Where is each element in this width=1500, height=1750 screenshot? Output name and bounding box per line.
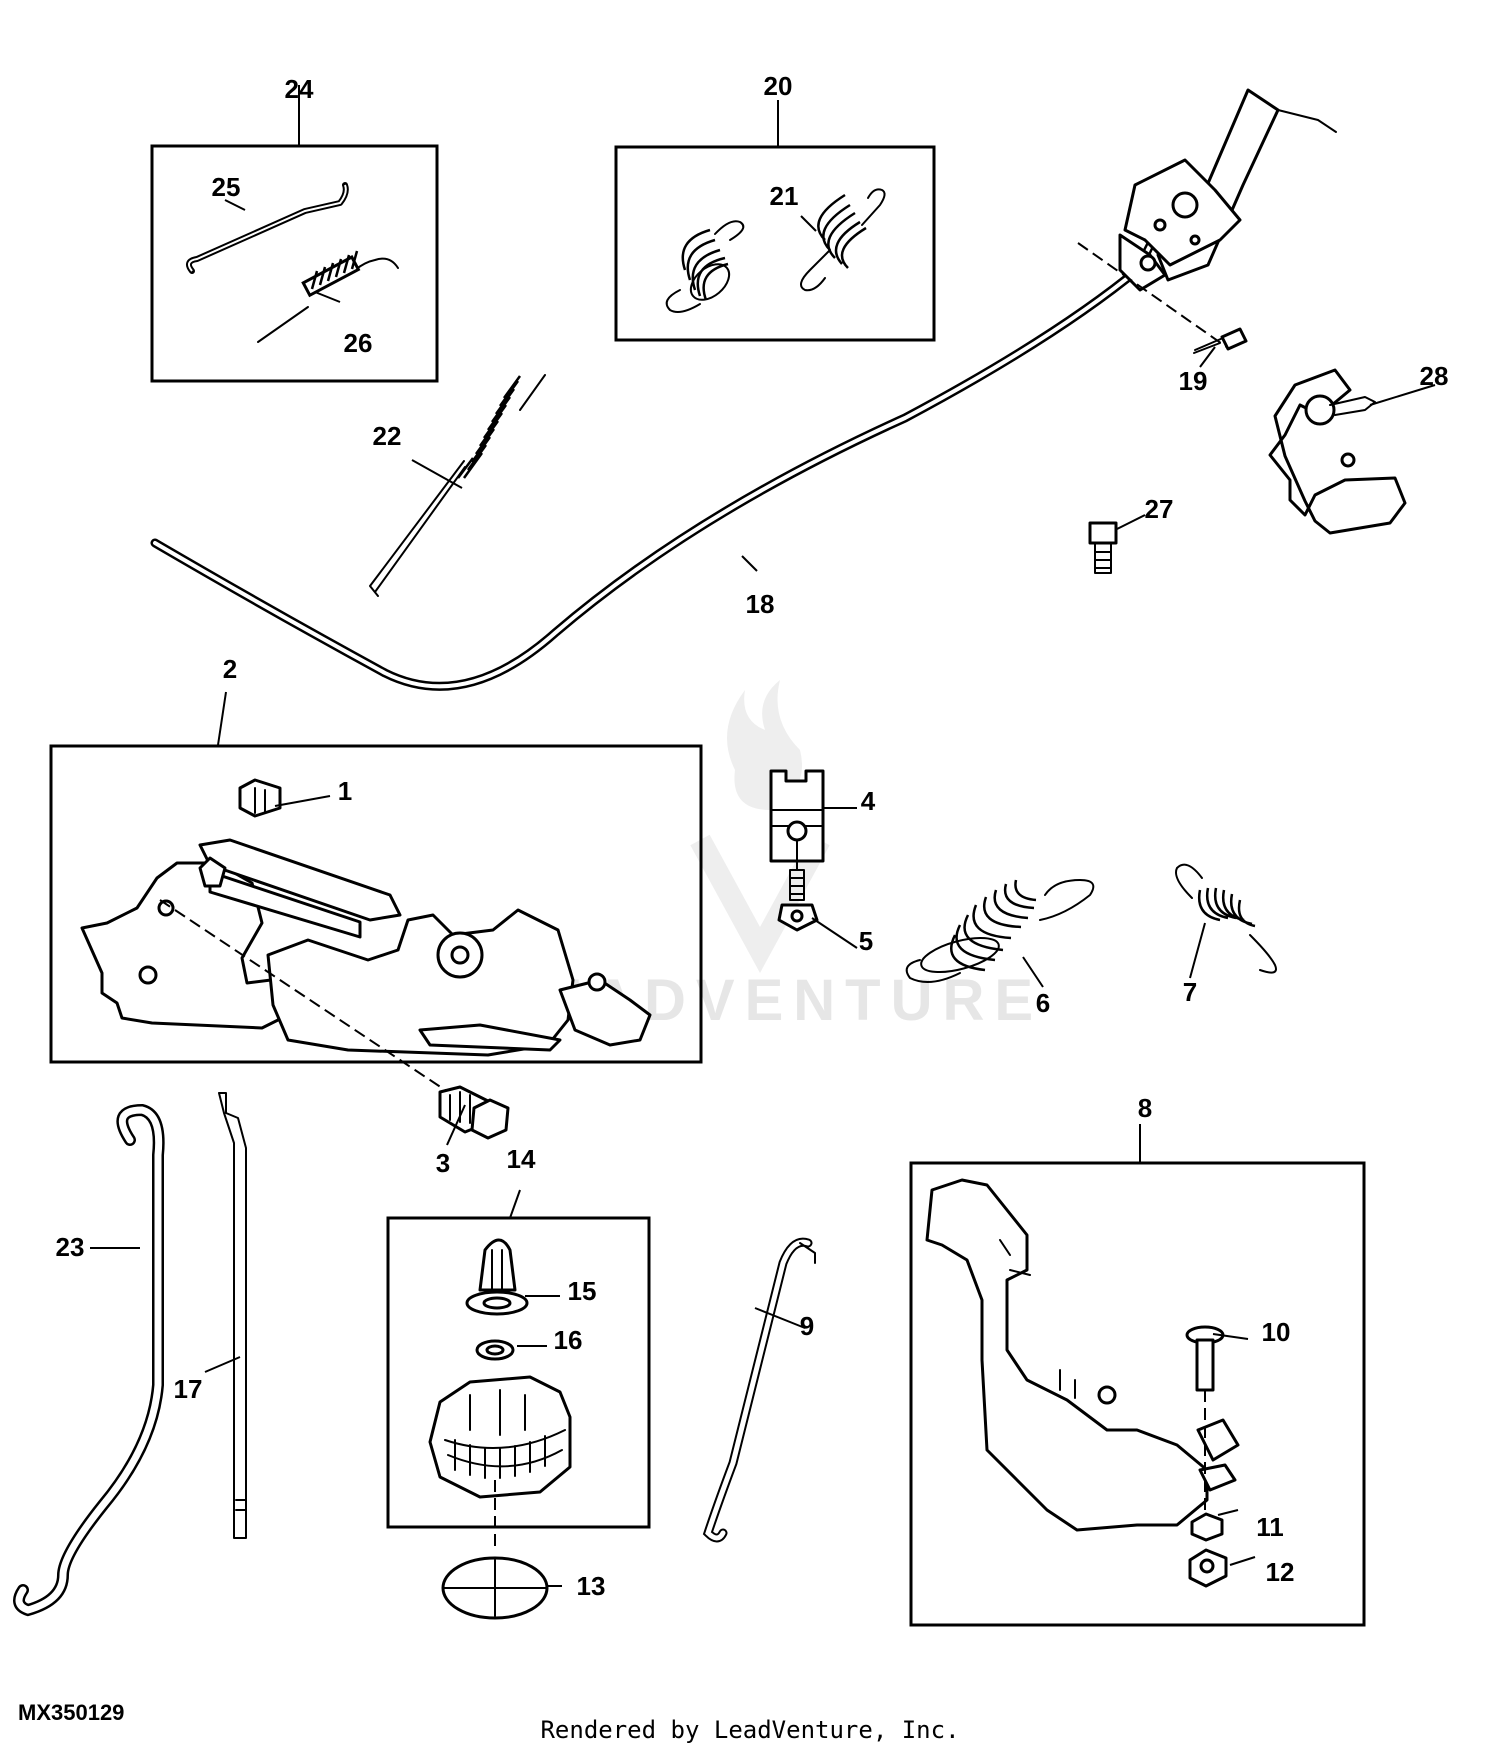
callout-9: 9 [800,1311,814,1341]
part-3-bolt [438,1085,510,1140]
diagram-id-label: MX350129 [18,1700,125,1725]
callout-20: 20 [764,71,793,101]
callout-19: 19 [1179,366,1208,396]
callout-24: 24 [285,74,314,104]
part-5-screw [777,869,819,932]
render-credit: Rendered by LeadVenture, Inc. [540,1716,960,1744]
part-19-screw [1193,327,1248,354]
callout-25: 25 [212,172,241,202]
callout-8: 8 [1138,1093,1152,1123]
callout-7: 7 [1183,977,1197,1007]
part-3-alignment-line [159,899,461,1101]
throttle-lever-assembly [1118,88,1337,292]
callout-10: 10 [1262,1317,1291,1347]
callout-12: 12 [1266,1557,1295,1587]
callout-21: 21 [770,181,799,211]
kit-box-14 [386,1216,651,1529]
part-12-nut [1188,1548,1228,1588]
part-7-spring [1175,863,1277,974]
callout-15: 15 [568,1276,597,1306]
part-2-assembly [80,838,652,1057]
part-19-alignment-line [1077,242,1229,349]
part-1-fitting [238,778,282,818]
part-28-bracket [1268,368,1407,535]
part-4-clip [769,769,825,863]
callout-11: 11 [1256,1512,1284,1542]
part-11-washer [1190,1512,1224,1542]
part-22-spring-rod [369,374,546,597]
callout-labels: 24 20 25 26 21 22 18 19 28 27 2 1 3 4 5 … [56,71,1449,1601]
part-21-springs [665,188,886,313]
callout-1: 1 [338,776,352,806]
assembly-box-8 [909,1161,1366,1627]
part-10-bolt [1185,1325,1225,1510]
part-9-rod [702,1237,816,1543]
part-27-screw [1088,521,1118,574]
part-15-pin [465,1238,529,1316]
part-13-gear-housing [428,1375,572,1620]
kit-box-20 [614,145,936,342]
assembly-box-2 [49,744,703,1064]
part-17-rod [218,1092,247,1539]
part-26-spring [257,250,399,343]
part-16-washer [475,1339,515,1361]
callout-6: 6 [1036,988,1050,1018]
callout-5: 5 [859,926,873,956]
kit-box-24 [150,144,439,383]
callout-23: 23 [56,1232,85,1262]
part-25-rod [186,182,349,274]
callout-28: 28 [1420,361,1449,391]
callout-18: 18 [746,589,775,619]
callout-13: 13 [577,1571,606,1601]
callout-4: 4 [861,786,876,816]
callout-16: 16 [554,1325,583,1355]
part-18-cable [150,232,1165,691]
callout-17: 17 [174,1374,203,1404]
callout-14: 14 [507,1144,536,1174]
part-6-spring [905,879,1095,983]
part-23-rod [13,1103,165,1617]
callout-22: 22 [373,421,402,451]
callout-3: 3 [436,1148,450,1178]
leader-lines [90,85,1436,1587]
part-8-pedal-assembly [925,1178,1240,1532]
callout-27: 27 [1145,494,1174,524]
callout-26: 26 [344,328,373,358]
callout-2: 2 [223,654,237,684]
